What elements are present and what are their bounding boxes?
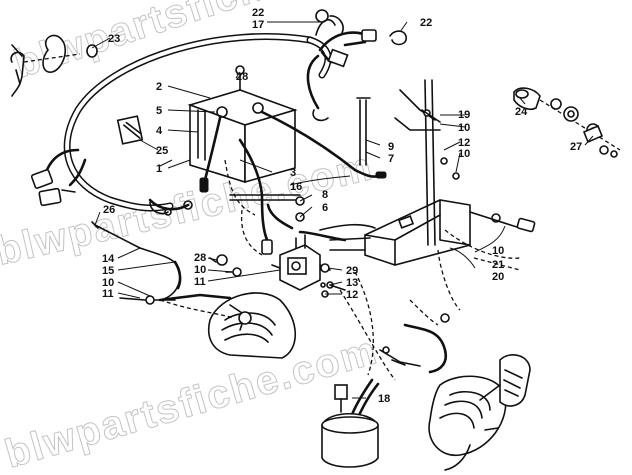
callout-11-left: 11 — [102, 288, 114, 300]
regulator-bottom — [321, 384, 379, 468]
callout-4: 4 — [156, 125, 163, 137]
callout-28-mid: 28 — [194, 252, 206, 264]
callout-10-mid: 10 — [194, 264, 206, 276]
callout-28-top: 28 — [236, 71, 248, 83]
wire-clip-ring — [315, 9, 329, 23]
callout-13: 13 — [346, 277, 358, 289]
callout-15: 15 — [102, 265, 114, 277]
wire-tie-loop — [389, 30, 407, 46]
callout-2: 2 — [156, 81, 162, 93]
callout-27: 27 — [570, 141, 582, 153]
callout-10-right-mid: 10 — [458, 148, 470, 160]
callout-19: 19 — [458, 109, 470, 121]
support-rods — [356, 79, 441, 246]
callout-8: 8 — [322, 189, 328, 201]
callout-10-left: 10 — [102, 277, 114, 289]
key-switch — [513, 87, 621, 158]
callout-10-bracket: 10 — [492, 245, 504, 257]
callout-6: 6 — [322, 202, 328, 214]
leader-lines — [91, 21, 594, 399]
callout-10-right-top: 10 — [458, 122, 470, 134]
flywheel-coil — [428, 354, 531, 471]
callout-22-right: 22 — [420, 17, 432, 29]
callout-9: 9 — [388, 141, 394, 153]
hardware-items — [119, 157, 536, 305]
callout-3: 3 — [290, 167, 296, 179]
callout-18: 18 — [378, 393, 390, 405]
connector-left-b — [38, 187, 62, 207]
callout-labels: 22 17 22 23 28 2 5 4 25 1 3 16 8 6 9 7 1… — [102, 7, 582, 405]
callout-16: 16 — [290, 181, 302, 193]
harness-plug-right — [361, 29, 377, 42]
callout-7: 7 — [388, 153, 394, 165]
wiring-harness — [30, 9, 407, 216]
callout-17: 17 — [252, 19, 264, 31]
starter-motor — [208, 292, 296, 359]
callout-14: 14 — [102, 253, 115, 265]
part-23-plug — [10, 34, 98, 97]
starter-solenoid — [266, 203, 347, 291]
callout-22-top: 22 — [252, 7, 264, 19]
ground-cable-left — [91, 221, 232, 302]
battery — [187, 65, 298, 184]
callout-23: 23 — [108, 33, 120, 45]
callout-1: 1 — [156, 163, 162, 175]
callout-26: 26 — [103, 204, 115, 216]
part-28-cap — [235, 65, 245, 75]
callout-25: 25 — [156, 145, 168, 157]
mounting-bracket — [319, 199, 471, 266]
routing-dashes — [159, 159, 521, 381]
connector-left-a — [30, 169, 54, 189]
callout-5: 5 — [156, 105, 162, 117]
callout-21: 21 — [492, 259, 504, 271]
callout-24: 24 — [515, 106, 528, 118]
callout-12-right: 12 — [458, 137, 470, 149]
callout-20: 20 — [492, 271, 504, 283]
battery-cables — [199, 110, 387, 255]
callout-12-mid: 12 — [346, 289, 358, 301]
harness-connector-top — [327, 48, 349, 68]
callout-29: 29 — [346, 265, 358, 277]
callout-11-mid: 11 — [194, 276, 206, 288]
